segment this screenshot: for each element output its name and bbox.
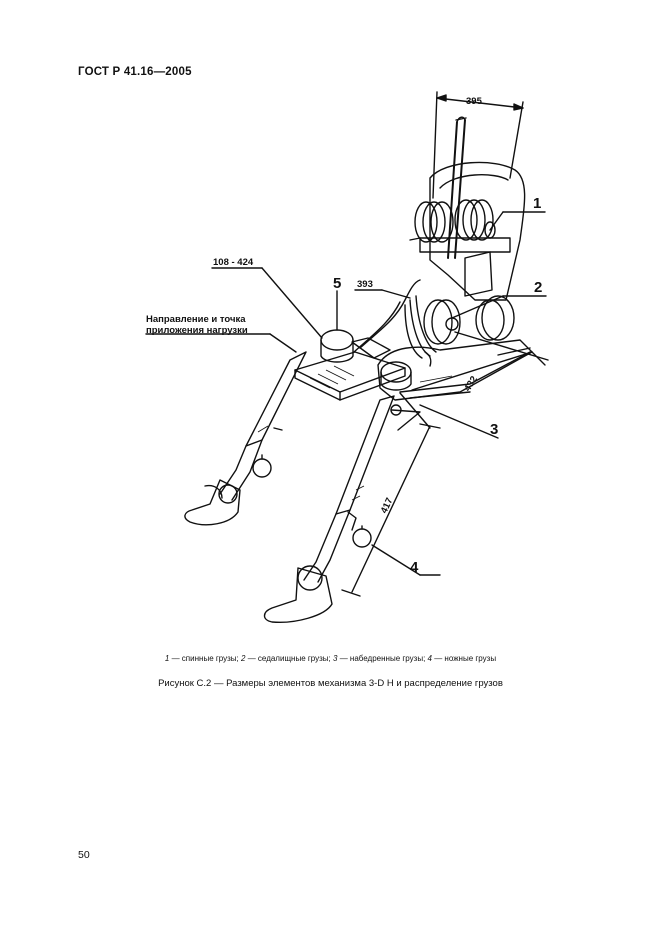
back-weights <box>409 199 511 297</box>
dimension-side <box>354 289 411 299</box>
page-number: 50 <box>78 849 90 861</box>
hatching <box>257 365 453 501</box>
load-label-line1: Направление и точка <box>146 314 246 325</box>
dim-thigh-label: 417 <box>379 496 396 515</box>
dimension-shoulder <box>432 91 524 199</box>
legend-num-1: 1 <box>164 654 170 663</box>
dim-side-label: 393 <box>357 279 373 290</box>
callout-1: 1 <box>533 195 541 212</box>
seat-weights <box>404 295 515 359</box>
dimension-seat <box>399 351 546 429</box>
callout-5: 5 <box>333 275 341 292</box>
left-leg <box>184 351 307 526</box>
legend-text-2: — седалищные грузы; <box>245 654 334 663</box>
figure-caption: Рисунок С.2 — Размеры элементов механизм… <box>158 678 503 689</box>
t-bar-platform <box>294 279 421 401</box>
legend-num-3: 3 <box>333 654 338 663</box>
right-leg <box>263 395 421 624</box>
legend-text-3: — набедренные грузы; <box>337 654 428 663</box>
legend-text-1: — спинные грузы; <box>169 654 242 663</box>
back-pan <box>429 116 526 301</box>
dimension-range <box>211 267 323 339</box>
callout-leaders <box>336 211 549 576</box>
legend-text-4: — ножные грузы <box>431 654 497 663</box>
dimension-thigh <box>341 423 441 597</box>
callout-2: 2 <box>534 279 542 296</box>
callout-4: 4 <box>410 559 419 576</box>
load-label-line2: приложения нагрузки <box>146 325 248 336</box>
seat-pan <box>377 339 533 401</box>
dim-range-label: 108 - 424 <box>213 257 254 268</box>
document-header: ГОСТ Р 41.16—2005 <box>78 66 192 78</box>
figure-legend: 1 — спинные грузы; 2 — седалищные грузы;… <box>0 654 661 663</box>
load-label-leader <box>145 333 297 353</box>
callout-3: 3 <box>490 421 498 438</box>
dim-shoulder-label: 395 <box>466 96 483 107</box>
legend-num-4: 4 <box>427 654 432 663</box>
dim-seat-label: 432 <box>462 374 480 393</box>
legend-num-2: 2 <box>241 654 246 663</box>
